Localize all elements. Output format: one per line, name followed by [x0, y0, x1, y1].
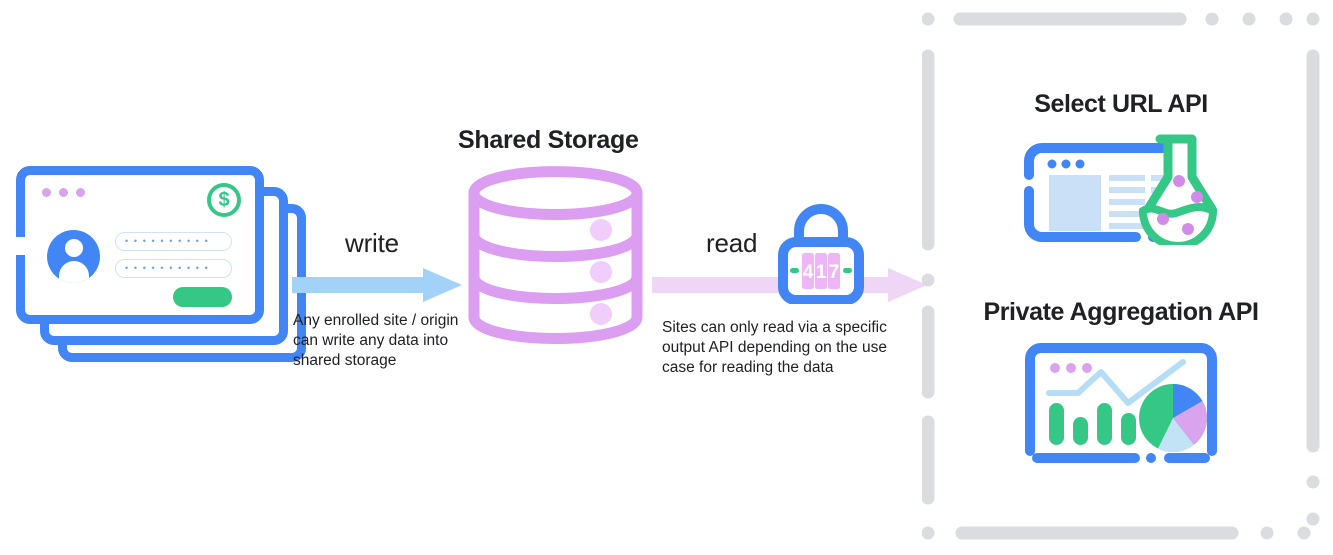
- padlock-icon: 4 1 7: [778, 204, 864, 304]
- password-masked-value: • • • • • • • • • •: [125, 263, 210, 273]
- shared-storage-title: Shared Storage: [458, 126, 639, 154]
- source-sites-group: $ • • • • • • • • • • • • • • • • • • • …: [16, 166, 306, 362]
- dollar-coin-icon: $: [207, 183, 241, 217]
- read-caption: Sites can only read via a specific outpu…: [662, 319, 887, 376]
- avatar-body: [58, 261, 89, 283]
- lock-digit-1: 4: [803, 262, 814, 283]
- lock-digit-3: 7: [829, 262, 840, 283]
- write-arrow-icon: [292, 268, 462, 302]
- api-block-private-aggregation: Private Aggregation API: [922, 298, 1320, 469]
- submit-button[interactable]: [173, 287, 232, 307]
- avatar-head: [64, 239, 83, 257]
- card-edge-notch: [16, 237, 25, 255]
- lock-digit-2: 1: [816, 262, 827, 283]
- write-caption: Any enrolled site / origin can write any…: [293, 312, 459, 369]
- window-dot-2: [59, 188, 68, 197]
- browser-card-front: $ • • • • • • • • • • • • • • • • • • • …: [16, 166, 264, 324]
- lock-tick-right: [843, 268, 852, 273]
- username-masked-value: • • • • • • • • • •: [125, 236, 210, 246]
- username-field[interactable]: • • • • • • • • • •: [115, 232, 232, 251]
- password-field[interactable]: • • • • • • • • • •: [115, 259, 232, 278]
- browser-flask-icon: [1024, 134, 1218, 245]
- window-dot-3: [76, 188, 85, 197]
- write-label: write: [345, 228, 399, 258]
- api-block-select-url: Select URL API: [922, 90, 1320, 245]
- output-apis-panel: Select URL API: [922, 12, 1320, 540]
- window-dot-1: [42, 188, 51, 197]
- api-title-select-url: Select URL API: [1034, 90, 1208, 118]
- avatar-icon: [47, 230, 100, 283]
- dollar-sign-glyph: $: [218, 189, 230, 211]
- read-label: read: [706, 228, 758, 258]
- api-title-private-aggregation: Private Aggregation API: [983, 298, 1259, 326]
- window-controls-dots: [42, 188, 85, 197]
- lock-tick-left: [790, 268, 799, 273]
- database-cylinder-icon: [468, 166, 643, 344]
- browser-dashboard-icon: [1025, 343, 1217, 463]
